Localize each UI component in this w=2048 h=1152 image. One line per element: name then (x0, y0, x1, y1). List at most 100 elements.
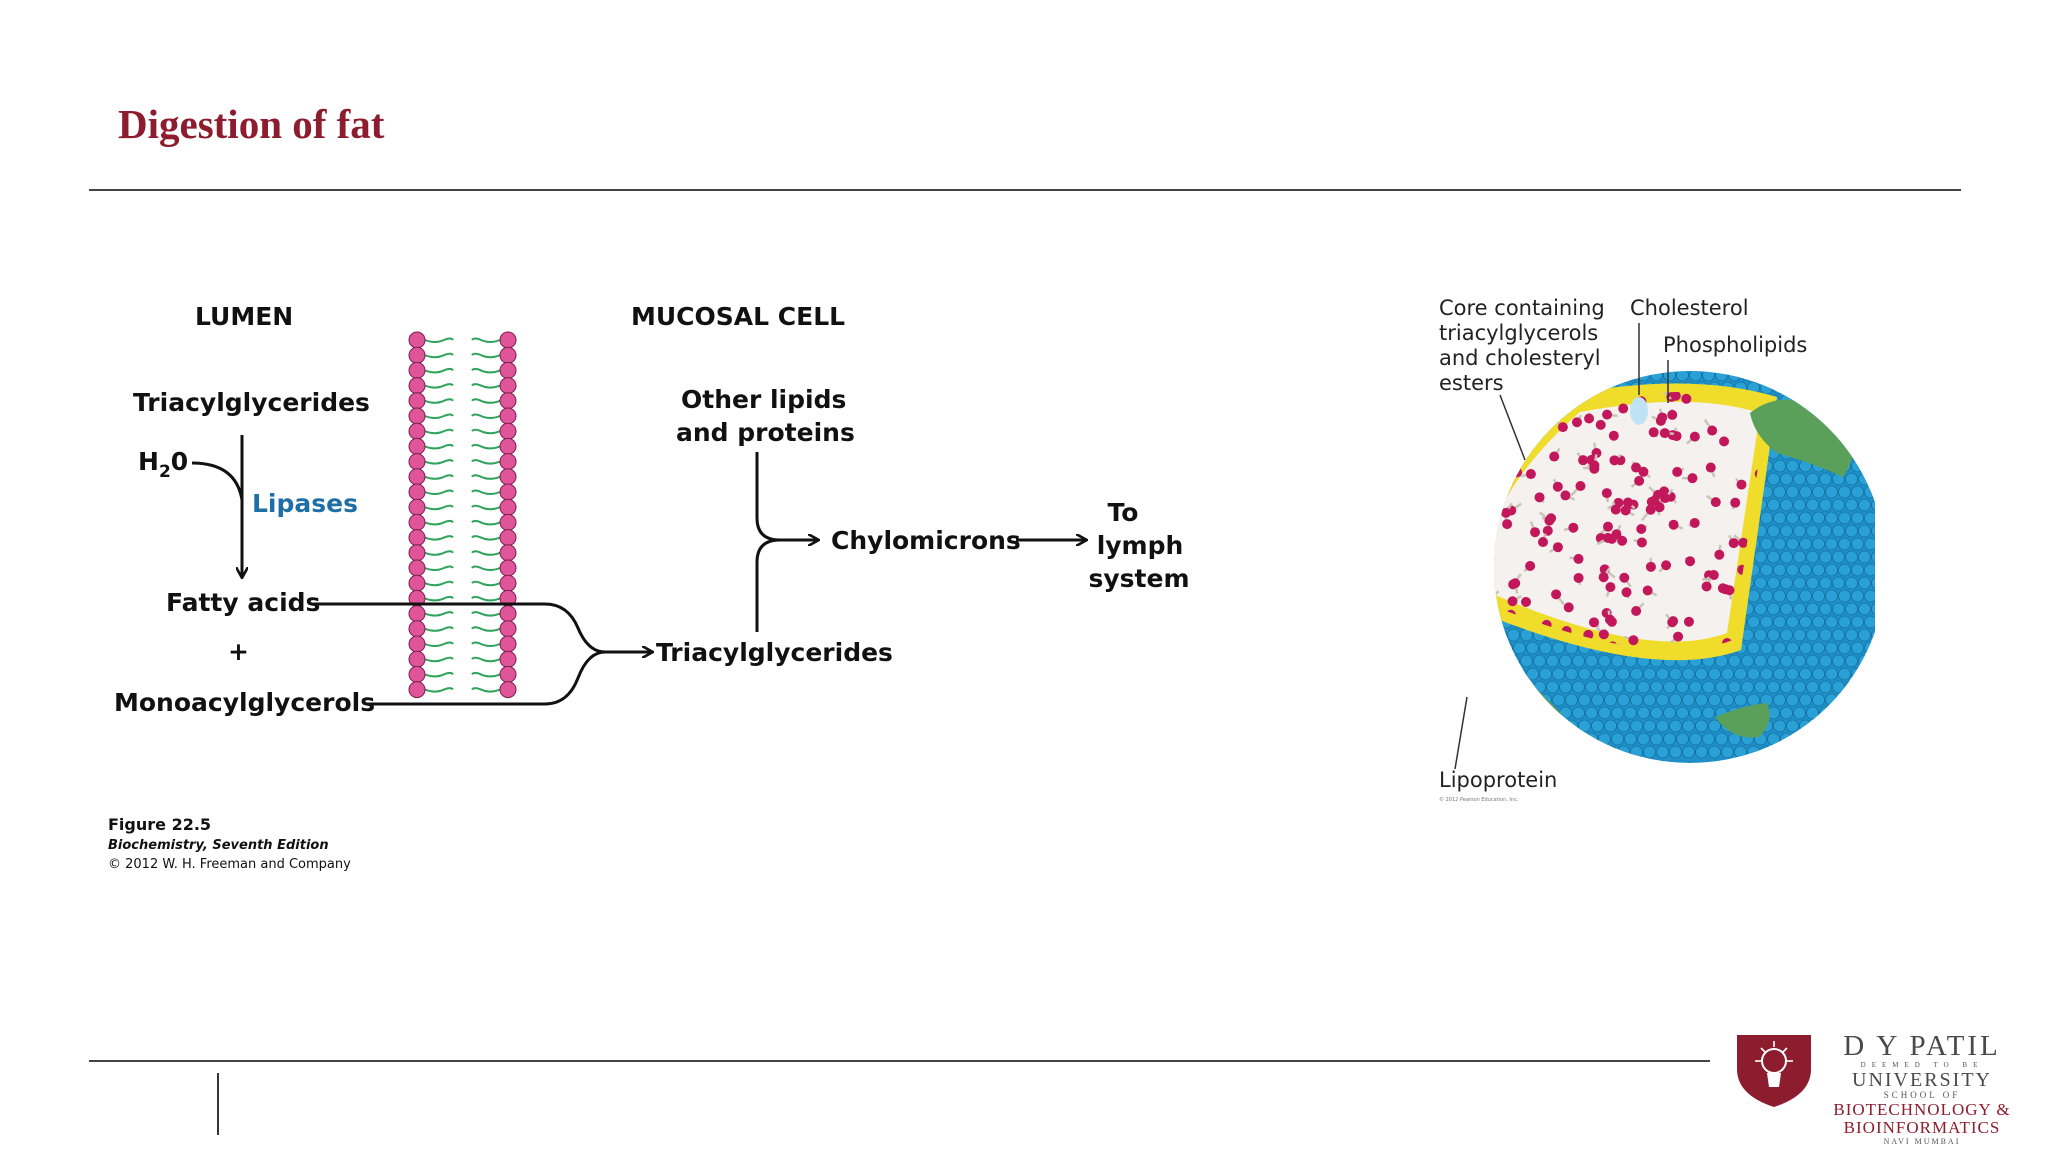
lipid-head (408, 422, 426, 440)
shell-bead (1825, 537, 1838, 551)
shell-bead (1500, 719, 1513, 733)
shell-bead (1786, 511, 1799, 525)
shell-bead (1786, 719, 1799, 733)
shell-bead (1513, 407, 1526, 421)
shell-bead (1526, 719, 1539, 733)
shell-bead (1838, 381, 1851, 395)
shell-bead (1650, 371, 1663, 382)
shell-bead (1786, 537, 1799, 551)
core-lipid-bead (1710, 497, 1721, 508)
core-lipid-bead (1661, 560, 1672, 571)
core-lipid-bead (1595, 419, 1606, 430)
core-lipid-bead (1602, 532, 1613, 543)
core-lipid-bead (1479, 537, 1489, 547)
core-lipid-chain (1482, 481, 1484, 485)
shell-bead (1539, 667, 1552, 681)
shell-bead (1767, 680, 1780, 694)
lipid-head (499, 361, 517, 379)
shell-bead (1682, 693, 1695, 707)
shell-bead (1559, 732, 1572, 746)
shell-bead (1656, 745, 1669, 759)
core-lipid-bead (1611, 529, 1622, 540)
shell-bead (1630, 719, 1643, 733)
shell-bead (1773, 485, 1786, 499)
shell-bead (1702, 732, 1715, 746)
core-lipid-bead (1544, 515, 1555, 526)
lipid-tail (424, 641, 501, 647)
triacylglycerides-lumen-label: Triacylglycerides (133, 388, 370, 417)
shell-bead (1682, 719, 1695, 733)
shell-bead (1617, 667, 1630, 681)
shell-bead (1825, 745, 1838, 759)
core-lipid-bead (1628, 635, 1639, 646)
shell-bead (1806, 680, 1819, 694)
core-lipid-bead (1551, 589, 1562, 600)
shell-bead (1754, 371, 1767, 382)
shell-bead (1676, 680, 1689, 694)
triacylglycerides-cell-label: Triacylglycerides (656, 638, 893, 667)
lipid-tail (424, 383, 501, 389)
lipid-tail (424, 626, 501, 632)
shell-bead (1832, 576, 1845, 590)
core-lipid-bead (1494, 427, 1505, 438)
shell-bead (1552, 667, 1565, 681)
core-lipid-bead (1525, 469, 1536, 480)
shell-bead (1754, 602, 1767, 616)
shell-bead (1728, 680, 1741, 694)
shell-bead (1565, 693, 1578, 707)
shell-bead (1552, 693, 1565, 707)
lipid-head (499, 498, 517, 516)
shell-bead (1533, 680, 1546, 694)
shell-bead (1767, 576, 1780, 590)
shell-bead (1819, 576, 1832, 590)
shell-bead (1617, 719, 1630, 733)
shell-bead (1689, 732, 1702, 746)
shell-bead (1578, 719, 1591, 733)
shell-bead (1695, 667, 1708, 681)
core-lipid-bead (1619, 572, 1630, 583)
shell-bead (1851, 693, 1864, 707)
core-lipid-chain (1476, 644, 1479, 650)
to-lymph-label-line3: system (1088, 564, 1189, 593)
shell-bead (1591, 719, 1604, 733)
lipid-head (499, 468, 517, 486)
shell-bead (1871, 602, 1875, 616)
core-lipid-bead (1521, 596, 1532, 607)
shell-bead (1494, 472, 1507, 486)
core-lipid-bead (1689, 431, 1700, 442)
core-lipid-chain (1494, 501, 1495, 507)
shell-bead (1507, 394, 1520, 408)
core-lipid-chain (1514, 397, 1522, 408)
core-lipid-bead (1689, 517, 1700, 528)
shell-bead (1780, 706, 1793, 720)
top-divider (89, 189, 1961, 191)
shell-bead (1871, 654, 1875, 668)
shell-bead (1663, 680, 1676, 694)
shell-bead (1754, 576, 1767, 590)
shell-bead (1799, 485, 1812, 499)
core-lipid-bead (1542, 525, 1553, 536)
core-lipid-bead (1609, 455, 1620, 466)
shell-bead (1858, 498, 1871, 512)
lipid-head (499, 377, 517, 395)
lipid-head (499, 422, 517, 440)
lipid-head (408, 605, 426, 623)
shell-bead (1832, 680, 1845, 694)
shell-bead (1533, 732, 1546, 746)
core-lipid-bead (1573, 553, 1584, 564)
shell-bead (1708, 693, 1721, 707)
shell-bead (1578, 381, 1591, 395)
core-lipid-bead (1510, 578, 1521, 589)
shell-bead (1604, 745, 1617, 759)
lipid-tail (424, 367, 501, 374)
core-lipid-bead (1668, 519, 1679, 530)
core-lipid-chain (1487, 486, 1490, 497)
shell-bead (1864, 693, 1875, 707)
shell-bead (1793, 524, 1806, 538)
shell-bead (1832, 654, 1845, 668)
shell-bead (1669, 745, 1682, 759)
lipases-label: Lipases (252, 489, 358, 518)
shell-bead (1786, 641, 1799, 655)
shell-bead (1747, 589, 1760, 603)
core-lipid-chain (1499, 477, 1510, 482)
